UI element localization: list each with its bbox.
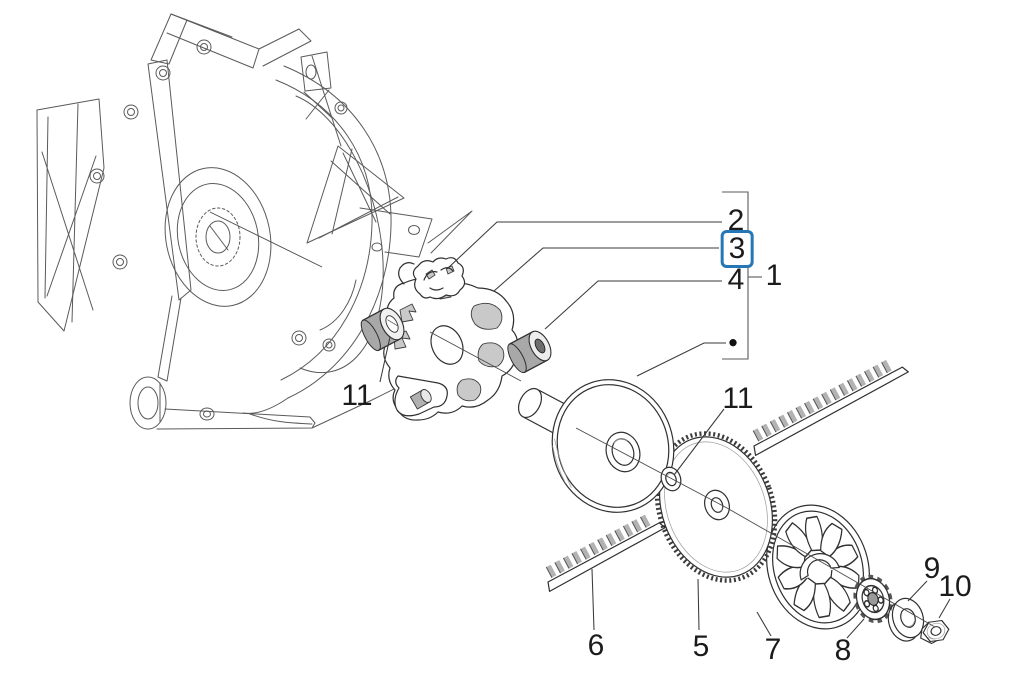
callout-bracket-part1 [722,191,762,360]
roller-part4-drawing [507,330,552,374]
callout-part5[interactable]: 5 [692,630,710,663]
callout-part9[interactable]: 9 [923,552,941,585]
callout-part7[interactable]: 7 [764,633,782,666]
callout-part11-right[interactable]: 11 [722,382,754,415]
callout-part6[interactable]: 6 [587,629,605,662]
flange-nut-part10-drawing [920,619,950,645]
spacer-part11-left-drawing [360,307,405,352]
movable-pulley-half-drawing [517,379,675,513]
ramp-plate-part3-drawing [382,262,519,421]
belt-segment-part6-drawing [545,513,666,592]
leader-lines [379,221,951,639]
engine-crankcase-drawing [36,13,473,430]
fan-pulley-part7-drawing [766,504,870,630]
callout-part3[interactable]: 3 [720,230,754,268]
belt-segment-upper-drawing [752,358,909,456]
assembly-bullet-marker: ● [727,332,739,352]
assembly-axis-centerlines [209,211,936,628]
callout-part4[interactable]: 4 [727,263,745,296]
callout-part10[interactable]: 10 [938,570,972,603]
callout-part2[interactable]: 2 [727,204,745,237]
starter-ring-gear-part5-drawing [654,431,778,583]
spring-clip-part2-drawing [412,257,466,300]
one-way-clutch-part8-drawing [853,574,893,624]
callout-part1[interactable]: 1 [765,259,783,292]
callout-part11-left[interactable]: 11 [341,379,373,412]
callout-part8[interactable]: 8 [834,634,852,667]
